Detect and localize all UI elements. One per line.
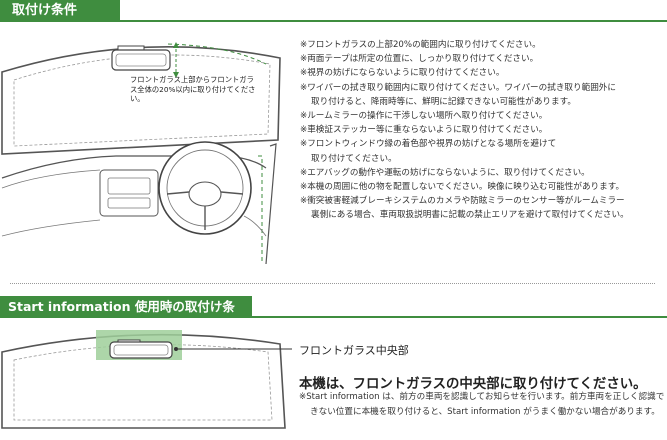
- note-item: ※視界の妨げにならないように取り付けてください。: [300, 68, 505, 79]
- note-item: ※ルームミラーの操作に干渉しない場所へ取り付けてください。: [300, 111, 548, 122]
- windshield-outline: [1, 46, 281, 155]
- top-20-percent-line: [167, 43, 267, 65]
- section2-header-line: [0, 316, 667, 318]
- section-separator: [10, 283, 655, 284]
- note-item: ※エアバッグの動作や運転の妨げにならないように、取り付けてください。: [300, 167, 590, 178]
- rear-view-mirror: [111, 49, 171, 71]
- steering-wheel: [158, 141, 252, 235]
- note-item: ※衝突被害軽減ブレーキシステムのカメラや防眩ミラーのセンサー等がルームミラー 裏…: [300, 196, 629, 221]
- note-item: ※車検証ステッカー等に重ならないように取り付けてください。: [300, 125, 548, 136]
- right-edge-green-dashed: [258, 155, 263, 264]
- section2-title: Start information 使用時の取付け条件: [8, 299, 235, 336]
- note-item: ※両面テープは所定の位置に、しっかり取り付けてください。: [300, 54, 539, 65]
- dashboard-top: [1, 155, 267, 179]
- dashboard-illustration: [1, 42, 281, 265]
- center-mount-headline: 本機は、フロントガラスの中央部に取り付けてください。: [299, 377, 647, 392]
- note-item: ※本機の周囲に他の物を配置しないでください。映像に映り込む可能性があります。: [300, 182, 625, 193]
- section1-title: 取付け条件: [12, 3, 78, 18]
- start-information-note: ※Start information は、前方の車両を認識してお知らせを行います…: [299, 392, 665, 417]
- rear-view-mirror: [109, 341, 173, 359]
- section1-title-tab: 取付け条件: [0, 0, 120, 22]
- section1-notes: ※フロントガラスの上部20%の範囲内に取り付けてください。 ※両面テープは所定の…: [300, 38, 666, 223]
- note-item: ※フロントガラスの上部20%の範囲内に取り付けてください。: [300, 40, 541, 50]
- section1-header-line: [0, 20, 667, 22]
- note-item: ※フロントウィンドウ縁の着色部や視界の妨げとなる場所を避けて 取り付けてください…: [300, 139, 557, 164]
- windshield-center-illustration: [1, 330, 292, 429]
- top-20-percent-callout: フロントガラス上部からフロントガラス全体の20%以内に取り付けてください。: [130, 75, 256, 103]
- center-area-label: フロントガラス中央部: [299, 344, 409, 357]
- note-item: ※ワイパーの拭き取り範囲内に取り付けてください。ワイパーの拭き取り範囲外に 取り…: [300, 82, 616, 107]
- center-console: [99, 169, 159, 217]
- windshield-inner-dashed: [13, 344, 273, 421]
- section2-title-tab: Start information 使用時の取付け条件: [0, 296, 252, 336]
